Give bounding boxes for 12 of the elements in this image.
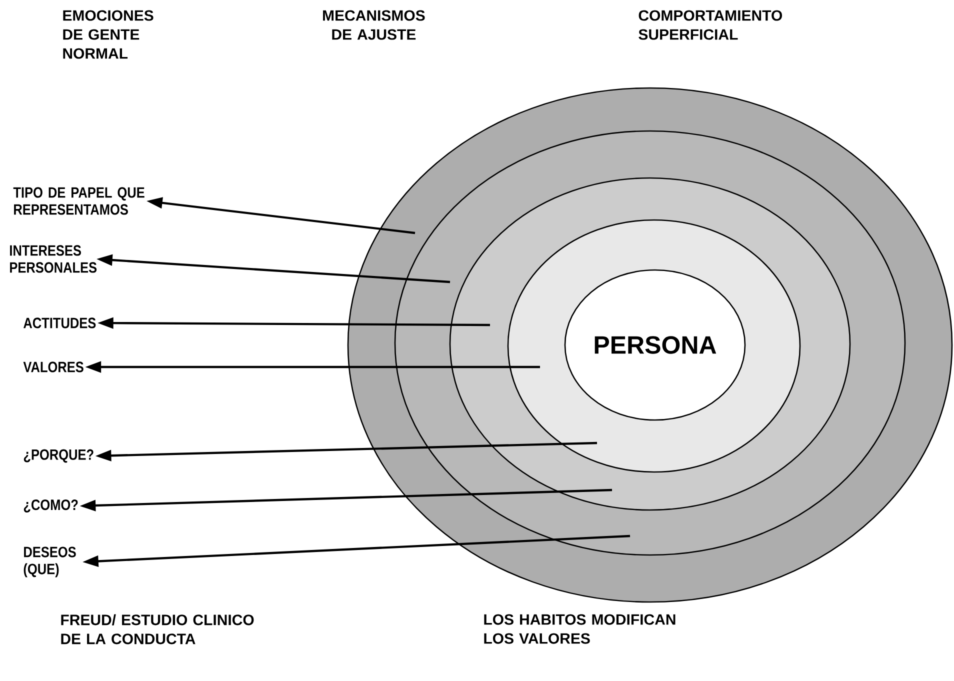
side-label: ¿PORQUE? <box>24 449 94 463</box>
side-label: TIPO DE PAPEL QUE REPRESENTAMOS <box>13 187 144 215</box>
side-label: ¿COMO? <box>24 499 78 512</box>
side-label: VALORES <box>23 362 84 372</box>
side-label: ACTITUDES <box>24 318 96 328</box>
heading-label: COMPORTAMIENTO SUPERFICIAL <box>638 10 782 40</box>
heading-label: MECANISMOS DE AJUSTE <box>323 10 425 40</box>
heading-label: LOS HABITOS MODIFICAN LOS VALORES <box>484 614 676 644</box>
side-label: INTERESES PERSONALES <box>10 245 97 273</box>
side-label: DESEOS (QUE) <box>24 546 76 578</box>
heading-label: FREUD/ ESTUDIO CLINICO DE LA CONDUCTA <box>61 614 254 644</box>
heading-label: EMOCIONES DE GENTE NORMAL <box>63 10 154 59</box>
